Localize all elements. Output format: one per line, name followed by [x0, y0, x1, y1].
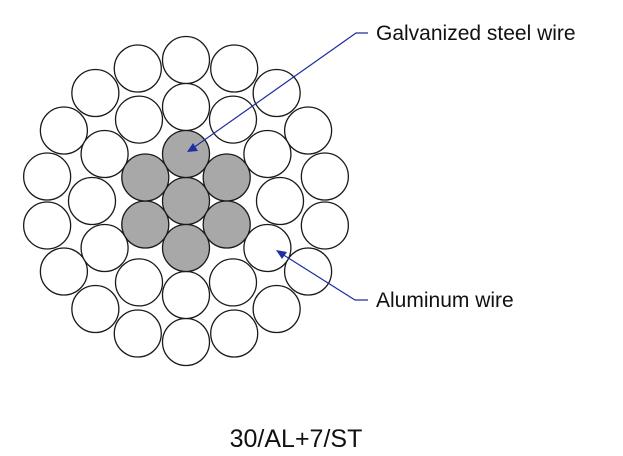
strand-bundle — [22, 35, 350, 367]
steel-wire — [121, 200, 170, 249]
aluminum-wire — [283, 247, 333, 296]
steel-leader — [187, 32, 368, 152]
aluminum-wire — [210, 309, 259, 358]
aluminum-wire — [113, 309, 162, 358]
aluminum-wire — [252, 284, 301, 334]
aluminum-wire — [80, 223, 129, 273]
aluminum-wire — [210, 44, 259, 93]
aluminum-wire — [208, 258, 258, 307]
aluminum-leader-arrowhead — [276, 250, 287, 259]
aluminum-wire — [300, 152, 350, 201]
aluminum-leader-line — [281, 253, 368, 301]
aluminum-wire — [161, 82, 211, 132]
aluminum-wire — [255, 176, 305, 226]
steel-leader-line — [192, 32, 368, 149]
aluminum-wire — [243, 129, 292, 179]
aluminum-wire — [283, 106, 333, 155]
aluminum-wire — [71, 68, 120, 118]
steel-wire — [202, 200, 251, 249]
aluminum-wire — [161, 270, 211, 320]
aluminum-wire — [114, 258, 164, 307]
steel-wire — [202, 153, 251, 202]
aluminum-wire — [80, 129, 129, 179]
aluminum-wire — [39, 247, 89, 296]
aluminum-wire — [114, 95, 164, 144]
aluminum-wire — [113, 44, 162, 93]
strand-count-caption: 30/AL+7/ST — [230, 425, 363, 453]
aluminum-wire — [67, 176, 117, 226]
aluminum-wire — [243, 223, 292, 273]
steel-wire — [161, 129, 211, 179]
steel-wire — [161, 223, 211, 273]
steel-wire — [161, 176, 211, 226]
aluminum-wire — [22, 201, 72, 250]
aluminum-wire — [22, 152, 72, 201]
aluminum-leader — [276, 250, 368, 301]
aluminum-wire — [39, 106, 89, 155]
aluminum-wire-label: Aluminum wire — [376, 289, 514, 312]
steel-leader-arrowhead — [187, 143, 198, 152]
steel-wire-label: Galvanized steel wire — [376, 22, 576, 45]
aluminum-wire — [161, 35, 211, 85]
aluminum-wire — [161, 317, 211, 367]
aluminum-wire — [300, 201, 350, 250]
steel-wire — [121, 153, 170, 202]
aluminum-wire — [252, 68, 301, 118]
aluminum-wire — [71, 284, 120, 334]
